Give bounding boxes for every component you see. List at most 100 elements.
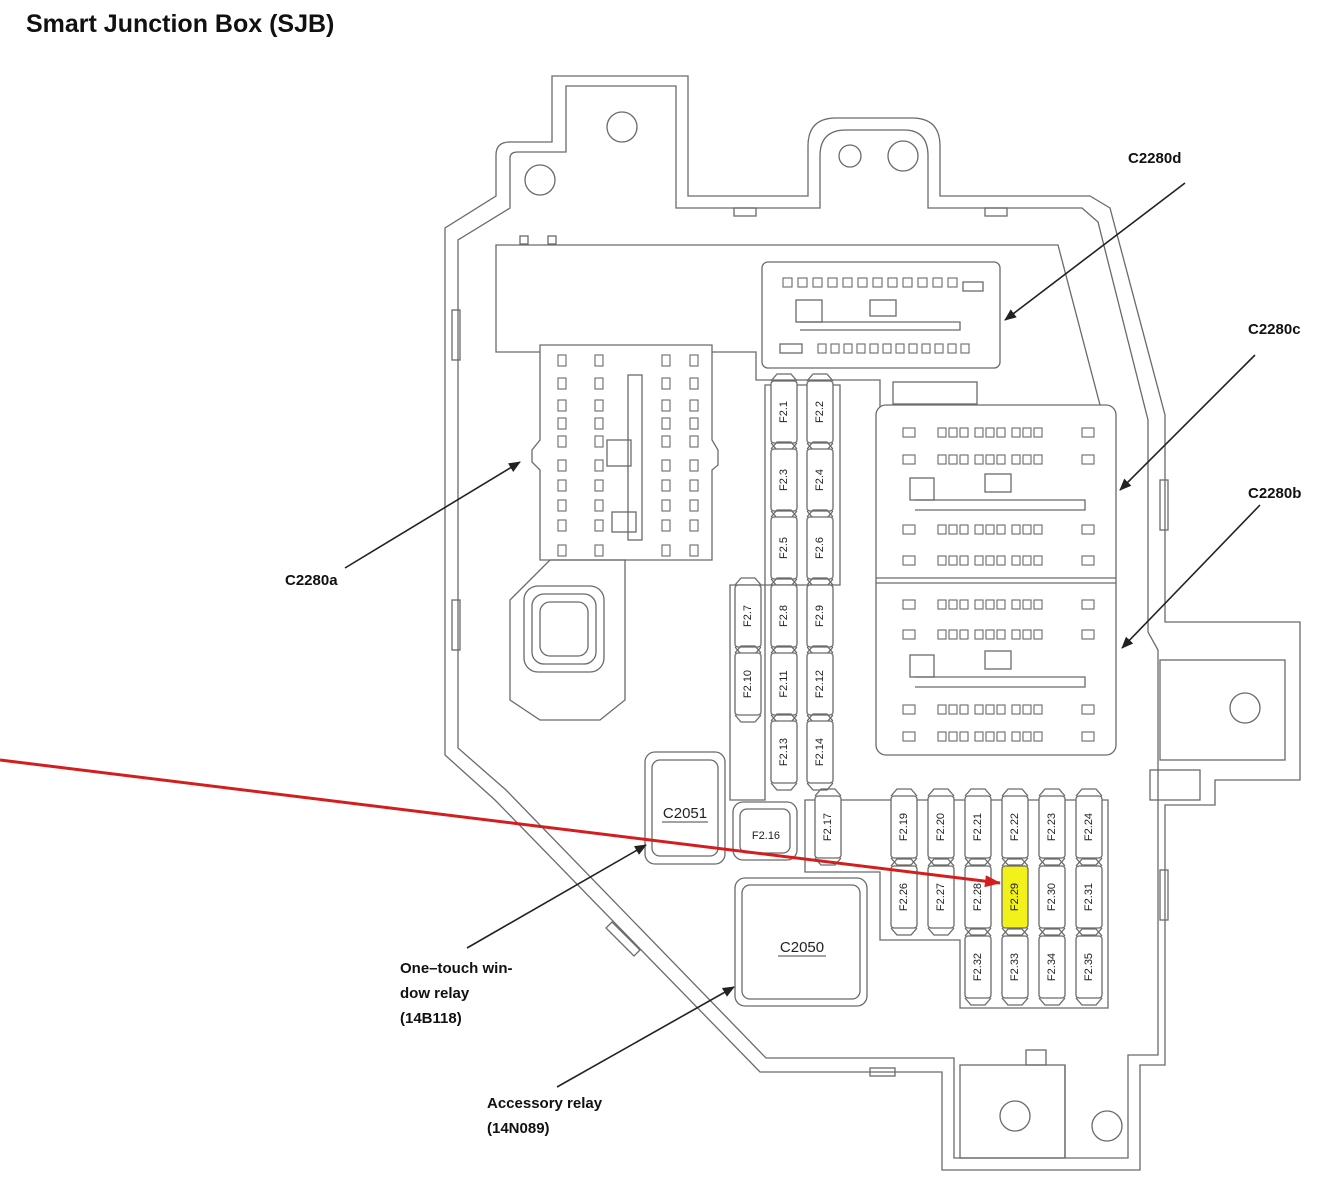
pin — [1022, 704, 1032, 715]
pin — [1022, 555, 1032, 566]
pin — [594, 377, 604, 390]
pin — [661, 435, 671, 448]
pin — [1022, 524, 1032, 535]
fuse-label: F2.8 — [778, 605, 790, 627]
fuse-label: F2.27 — [935, 883, 947, 911]
fuse-f2-19: F2.19 — [890, 788, 918, 866]
pin — [557, 519, 567, 532]
pin — [959, 427, 969, 438]
fuse-f2-14: F2.14 — [806, 713, 834, 791]
pin — [937, 454, 947, 465]
pin — [937, 427, 947, 438]
pin — [557, 479, 567, 492]
pin — [1081, 555, 1095, 566]
pin — [882, 343, 892, 354]
pin — [689, 544, 699, 557]
fuse-f2-24: F2.24 — [1075, 788, 1103, 866]
pin — [1033, 731, 1043, 742]
pin — [948, 704, 958, 715]
fuse-f2-12: F2.12 — [806, 645, 834, 723]
pin — [689, 435, 699, 448]
pin — [959, 629, 969, 640]
pin — [1011, 704, 1021, 715]
pin — [974, 427, 984, 438]
pin — [689, 479, 699, 492]
fuse-f2-1: F2.1 — [770, 373, 798, 451]
fuse-label: F2.31 — [1083, 883, 1095, 911]
fuse-f2-6: F2.6 — [806, 509, 834, 587]
pin — [594, 499, 604, 512]
pin — [960, 343, 970, 354]
pin — [959, 555, 969, 566]
fuse-panels — [729, 384, 1109, 1009]
fuse-label: F2.9 — [814, 605, 826, 627]
pin — [948, 524, 958, 535]
pin — [594, 519, 604, 532]
pin — [902, 277, 913, 288]
pin — [1022, 731, 1032, 742]
pin — [985, 599, 995, 610]
pin — [1033, 427, 1043, 438]
pin — [661, 544, 671, 557]
pin — [1033, 629, 1043, 640]
pin — [985, 524, 995, 535]
fuse-label: F2.22 — [1009, 813, 1021, 841]
pin — [974, 629, 984, 640]
label-accessory-code: (14N089) — [487, 1120, 550, 1137]
pin — [812, 277, 823, 288]
pin — [782, 277, 793, 288]
pin — [557, 499, 567, 512]
fuse-label: F2.19 — [898, 813, 910, 841]
pin — [830, 343, 840, 354]
fuse-label: F2.21 — [972, 813, 984, 841]
fuse-label: F2.12 — [814, 670, 826, 698]
fuse-label: F2.32 — [972, 953, 984, 981]
fuse-label: F2.17 — [822, 813, 834, 841]
label-one-touch-line1: One–touch win- — [400, 960, 513, 977]
pin — [661, 459, 671, 472]
connector-c2280a — [531, 344, 719, 561]
pin — [1081, 524, 1095, 535]
pin — [937, 704, 947, 715]
fuse-f2-20: F2.20 — [927, 788, 955, 866]
pin — [959, 704, 969, 715]
pin — [1011, 731, 1021, 742]
pin — [1081, 731, 1095, 742]
pin — [959, 599, 969, 610]
pin — [594, 544, 604, 557]
fuse-f2-28: F2.28 — [964, 858, 992, 936]
label-c2280a: C2280a — [285, 572, 338, 589]
fuse-label: F2.16 — [752, 830, 780, 842]
pin — [1022, 454, 1032, 465]
pin — [887, 277, 898, 288]
pin — [902, 555, 916, 566]
pin — [594, 417, 604, 430]
fuse-f2-11: F2.11 — [770, 645, 798, 723]
connector-c2050: C2050 — [734, 877, 868, 1007]
pin — [1022, 629, 1032, 640]
diagram-title: Smart Junction Box (SJB) — [26, 10, 335, 38]
fuse-label: F2.3 — [778, 469, 790, 491]
pin — [869, 343, 879, 354]
pin — [1033, 524, 1043, 535]
fuse-f2-27: F2.27 — [927, 858, 955, 936]
pin — [1033, 704, 1043, 715]
fuse-label: F2.10 — [742, 670, 754, 698]
pin — [1022, 427, 1032, 438]
pin — [1033, 454, 1043, 465]
fuse-label: F2.26 — [898, 883, 910, 911]
pin — [948, 555, 958, 566]
label-accessory-line1: Accessory relay — [487, 1095, 603, 1112]
pin — [661, 519, 671, 532]
pin — [996, 555, 1006, 566]
pin — [797, 277, 808, 288]
fuse-label: F2.20 — [935, 813, 947, 841]
pin — [557, 354, 567, 367]
pin — [689, 459, 699, 472]
pin — [842, 277, 853, 288]
label-c2280d: C2280d — [1128, 150, 1181, 167]
pin — [902, 599, 916, 610]
c2050-label: C2050 — [780, 939, 824, 956]
label-c2280c: C2280c — [1248, 321, 1301, 338]
